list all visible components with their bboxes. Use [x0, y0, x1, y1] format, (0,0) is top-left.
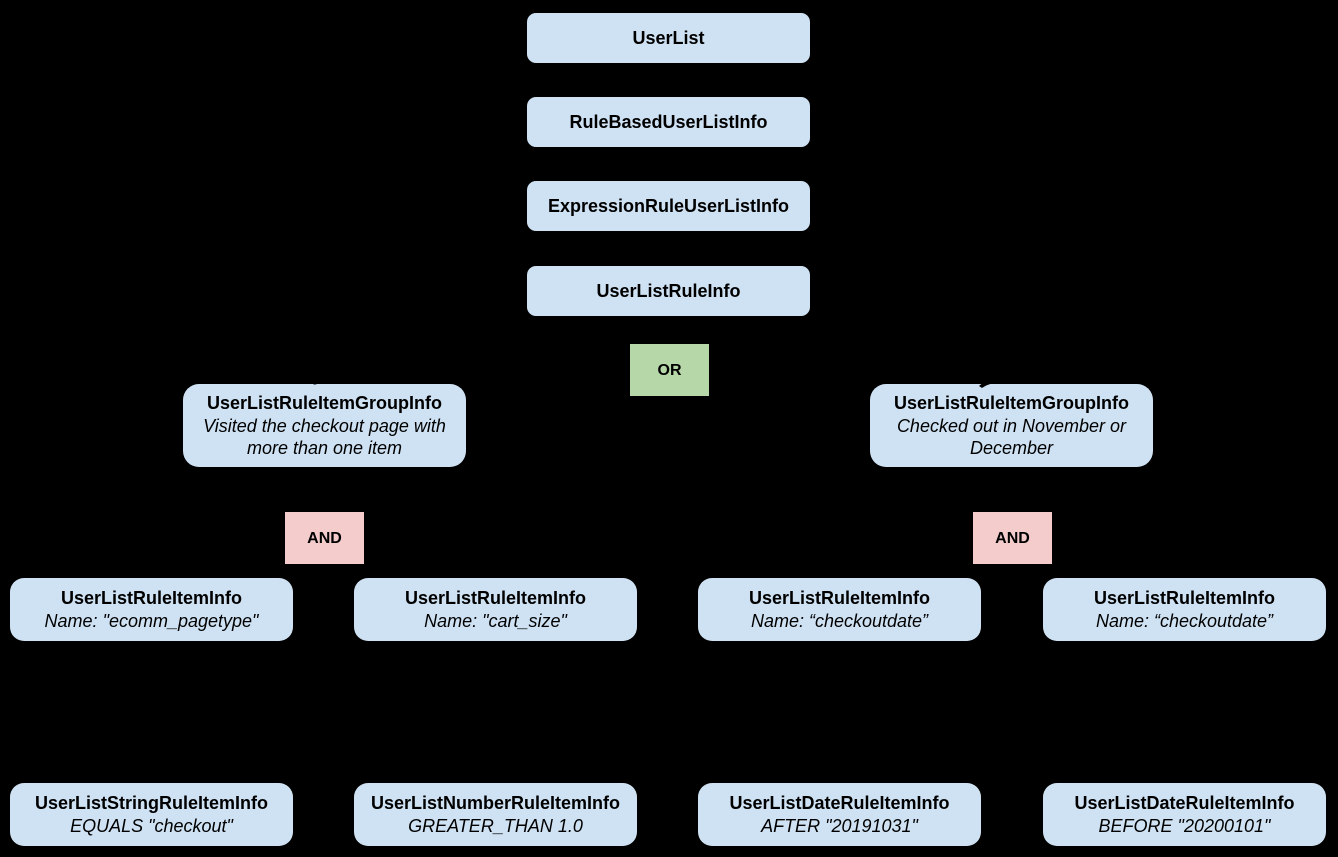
operator-label: AND: [995, 529, 1030, 547]
node-rule-item-group-left: UserListRuleItemGroupInfo Visited the ch…: [183, 384, 466, 467]
node-subtitle: EQUALS "checkout": [70, 816, 233, 836]
node-rule-item-4: UserListRuleItemInfo Name: “checkoutdate…: [1043, 578, 1326, 641]
node-date-rule-item-after: UserListDateRuleItemInfo AFTER "20191031…: [698, 783, 981, 846]
node-title: UserListRuleItemGroupInfo: [893, 393, 1130, 413]
node-subtitle: AFTER "20191031": [761, 816, 918, 836]
node-label: RuleBasedUserListInfo: [569, 111, 768, 132]
node-title: UserListRuleItemInfo: [60, 588, 243, 608]
node-description-line: December: [969, 438, 1054, 458]
node-title: UserListRuleItemInfo: [404, 588, 587, 608]
node-rule-item-1: UserListRuleItemInfo Name: "ecomm_pagety…: [10, 578, 293, 641]
node-rule-item-2: UserListRuleItemInfo Name: "cart_size": [354, 578, 637, 641]
node-label: ExpressionRuleUserListInfo: [547, 195, 790, 216]
node-title: UserListRuleItemInfo: [1093, 588, 1276, 608]
node-title: UserListNumberRuleItemInfo: [370, 793, 621, 813]
node-subtitle: GREATER_THAN 1.0: [408, 816, 583, 836]
node-subtitle: BEFORE "20200101": [1098, 816, 1271, 836]
node-subtitle: Name: “checkoutdate”: [750, 611, 929, 631]
node-string-rule-item: UserListStringRuleItemInfo EQUALS "check…: [10, 783, 293, 846]
node-title: UserListRuleItemInfo: [748, 588, 931, 608]
node-label: UserListRuleInfo: [596, 280, 741, 301]
operator-and-left: AND: [285, 512, 364, 564]
node-title: UserListStringRuleItemInfo: [34, 793, 269, 813]
node-user-list-rule-info: UserListRuleInfo: [527, 266, 810, 316]
node-label: UserList: [632, 27, 705, 48]
node-number-rule-item: UserListNumberRuleItemInfo GREATER_THAN …: [354, 783, 637, 846]
operator-and-right: AND: [973, 512, 1052, 564]
node-subtitle: Name: "cart_size": [424, 611, 567, 631]
node-subtitle: Name: "ecomm_pagetype": [44, 611, 259, 631]
node-description-line: more than one item: [246, 438, 403, 458]
node-title: UserListRuleItemGroupInfo: [206, 393, 443, 413]
node-subtitle: Name: “checkoutdate”: [1095, 611, 1274, 631]
node-title: UserListDateRuleItemInfo: [729, 793, 950, 813]
node-rule-based-user-list-info: RuleBasedUserListInfo: [527, 97, 810, 147]
node-description-line: Visited the checkout page with: [203, 416, 446, 436]
arrowhead-icon: [313, 372, 353, 385]
node-rule-item-3: UserListRuleItemInfo Name: “checkoutdate…: [698, 578, 981, 641]
arrowhead-icon: [979, 375, 1013, 388]
node-userlist: UserList: [527, 13, 810, 63]
node-description-line: Checked out in November or: [896, 416, 1127, 436]
node-expression-rule-user-list-info: ExpressionRuleUserListInfo: [527, 181, 810, 231]
operator-label: AND: [307, 529, 342, 547]
node-date-rule-item-before: UserListDateRuleItemInfo BEFORE "2020010…: [1043, 783, 1326, 846]
node-rule-item-group-right: UserListRuleItemGroupInfo Checked out in…: [870, 384, 1153, 467]
operator-label: OR: [657, 361, 682, 379]
node-title: UserListDateRuleItemInfo: [1074, 793, 1295, 813]
operator-or: OR: [630, 344, 709, 396]
